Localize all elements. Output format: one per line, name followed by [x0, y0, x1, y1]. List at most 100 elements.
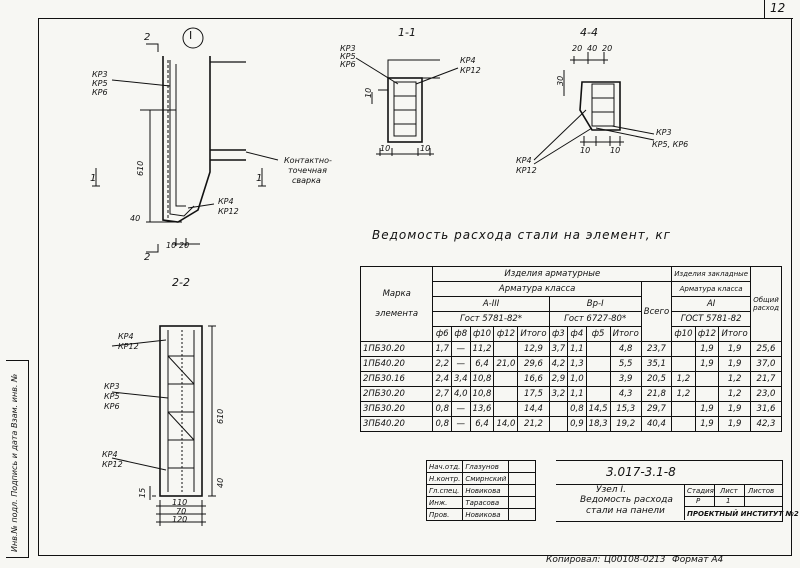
title-block-stage-v1: [714, 484, 715, 506]
row-cell: [671, 416, 696, 432]
row-cell: [671, 341, 696, 357]
row-cell: 35,1: [640, 356, 673, 372]
cut-2-top: [146, 43, 159, 52]
row-cell: 10,8: [469, 371, 495, 387]
hdr-vsego: Всего: [640, 281, 673, 342]
hdr-obshiy: Общий расход: [750, 266, 782, 342]
page-number: 12: [770, 1, 786, 15]
row-cell: 13,6: [469, 401, 495, 417]
dim-10-node: 10: [166, 241, 177, 250]
row-cell: [548, 416, 569, 432]
row-cell: 1,9: [718, 341, 752, 357]
row-cell: 1,1: [567, 341, 587, 357]
stage-header: Стадия: [687, 487, 714, 495]
node-marker-circle: [182, 27, 204, 49]
row-cell: 10,8: [469, 386, 495, 402]
row-cell: 1,0: [567, 371, 587, 387]
row-cell: 11,2: [469, 341, 495, 357]
row-cell: 2,7: [432, 386, 452, 402]
hdr-arm-klassa: Арматура класса: [432, 281, 642, 297]
dim-40-node: 40: [130, 214, 141, 223]
row-cell: 1,9: [694, 401, 720, 417]
row-marka: 2ПБ30.16: [359, 371, 434, 387]
footer-copied: Копировал:: [546, 555, 601, 565]
row-cell: 15,3: [609, 401, 642, 417]
dim-20-node: 20: [179, 241, 190, 250]
footer-order: Ц00108-02: [604, 555, 655, 565]
footer-num: 13: [654, 555, 666, 565]
hdr-ai: АI: [671, 296, 752, 312]
title-block-hline: [556, 484, 782, 485]
node-marker-label: I: [189, 29, 193, 42]
row-marka: 2ПБ30.20: [359, 386, 434, 402]
row-cell: 2,9: [548, 371, 569, 387]
row-marka: 3ПБ30.20: [359, 401, 434, 417]
s22-dim-120: 120: [172, 515, 188, 524]
row-cell: —: [451, 416, 471, 432]
row-cell: [493, 341, 519, 357]
label-kp12: КР12: [218, 207, 239, 216]
row-cell: [671, 356, 696, 372]
label-kp4: КР4: [218, 197, 234, 206]
s22-kp3: КР3: [104, 382, 120, 391]
dim-610-node: 610: [136, 160, 145, 176]
s22-kp6: КР6: [104, 402, 120, 411]
row-cell: 19,2: [609, 416, 642, 432]
s11-kp6: КР6: [340, 60, 356, 69]
sheet-title: Ведомость расхода стали на элемент, кг: [372, 228, 671, 242]
cut-2-top-label: 2: [144, 32, 151, 43]
s44-kp12: КР12: [516, 166, 537, 175]
s44-dim-30: 30: [556, 75, 565, 86]
s11-dim-10a: 10: [380, 144, 391, 153]
section-1-1-title: 1-1: [398, 26, 416, 39]
s22-kp12b: КР12: [102, 460, 123, 469]
s44-dim-20b: 20: [602, 44, 613, 53]
row-cell: 16,6: [517, 371, 550, 387]
row-cell: [548, 401, 569, 417]
row-marka: 1ПБ30.20: [359, 341, 434, 357]
s22-kp4b: КР4: [102, 450, 118, 459]
cage-outline: [169, 60, 195, 217]
row-cell: [585, 386, 611, 402]
row-cell: 1,2: [671, 371, 696, 387]
desc-2: Ведомость расхода: [580, 495, 673, 505]
page-number-box: [764, 0, 793, 19]
row-cell: 29,6: [517, 356, 550, 372]
s44-dim-10b: 10: [610, 146, 621, 155]
panel-outline: [162, 56, 211, 223]
desc-1: Узел I.: [596, 485, 626, 495]
row-cell: 37,0: [750, 356, 782, 372]
row-cell: 5,5: [609, 356, 642, 372]
s44-dim-20: 20: [572, 44, 583, 53]
row-cell: 1,9: [718, 401, 752, 417]
row-cell: 1,7: [432, 341, 452, 357]
stirrups: [167, 355, 195, 469]
row-cell: 1,9: [694, 416, 720, 432]
s11-dim-10v: 10: [364, 87, 373, 98]
row-cell: 21,2: [517, 416, 550, 432]
cut-1-left-label: 1: [90, 173, 97, 184]
hdr-izd-arm: Изделия арматурные: [432, 266, 673, 282]
row-cell: 1,3: [567, 356, 587, 372]
s22-dim-15: 15: [138, 487, 147, 498]
row-cell: [493, 371, 519, 387]
s22-kp4: КР4: [118, 332, 134, 341]
row-cell: 1,9: [694, 356, 720, 372]
section-4-4-title: 4-4: [580, 26, 598, 39]
row-cell: 1,9: [718, 356, 752, 372]
cut-1-right-label: 1: [256, 173, 263, 184]
row-cell: 3,4: [451, 371, 471, 387]
weld-label-1: Контактно-: [284, 156, 332, 165]
label-kp3: КР3: [92, 70, 108, 79]
row-cell: 4,2: [548, 356, 569, 372]
s22-kp5: КР5: [104, 392, 120, 401]
sheets-header: Листов: [748, 487, 775, 495]
row-marka: 3ПБ40.20: [359, 416, 434, 432]
s11-kp3: КР3: [340, 44, 356, 53]
title-block-frame: [556, 460, 783, 522]
title-block-stage-hline2: [684, 506, 782, 507]
row-cell: 1,1: [567, 386, 587, 402]
